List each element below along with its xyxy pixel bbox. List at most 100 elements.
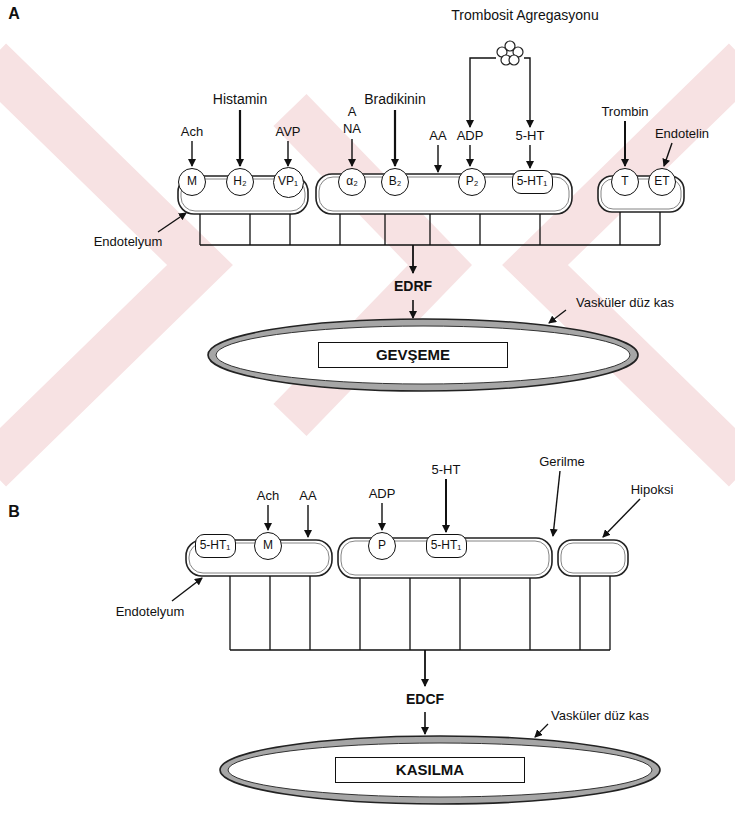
text-label: A (8, 5, 20, 23)
text-label: Bradikinin (364, 92, 425, 107)
agonist-arrow (445, 479, 447, 532)
text-label: Vasküler düz kas (551, 709, 649, 723)
receptor: M (178, 168, 206, 196)
text-label: Endotelyum (116, 605, 185, 619)
text-label: ADP (457, 129, 484, 143)
receptor: M (254, 532, 282, 560)
node-text: KASILMA (396, 762, 464, 779)
receptor: P (368, 532, 396, 560)
agonist-arrow (267, 505, 268, 530)
text-label: NA (343, 122, 361, 136)
agonist-arrow (351, 139, 352, 166)
endothelial-cell (558, 540, 628, 576)
signal-arrow (412, 245, 414, 273)
receptor: P₂ (458, 168, 486, 196)
leader-arrow (535, 724, 548, 737)
node-text: H₂ (233, 175, 246, 188)
receptor: H₂ (226, 168, 254, 196)
signal-arrow (424, 650, 426, 686)
text-label: Trombosit Agregasyonu (451, 8, 598, 23)
node-text: 5-HT₁ (517, 175, 548, 188)
text-label: AA (429, 129, 446, 143)
muscle-cell-inner (216, 326, 630, 384)
node-text: GEVŞEME (376, 347, 450, 364)
text-label: Endotelin (655, 127, 709, 141)
text-label: EDRF (394, 279, 432, 294)
receptor: B₂ (381, 168, 409, 196)
muscle-cell-inner (228, 743, 652, 797)
node-text: 5-HT₁ (431, 539, 462, 552)
receptor: 5-HT₁ (426, 534, 467, 558)
node-text: P (378, 539, 386, 552)
text-label: 5-HT (516, 129, 545, 143)
agonist-arrow (394, 110, 396, 166)
watermark (0, 60, 735, 470)
leader-arrow (172, 578, 202, 601)
leader-arrow (549, 310, 566, 323)
text-label: Histamin (213, 92, 267, 107)
node-text: M (263, 539, 273, 552)
signal-arrow (412, 300, 414, 318)
platelet-arrow (524, 58, 530, 127)
stimulus-arrow (603, 499, 640, 537)
node-text: M (187, 175, 197, 188)
arrows-a (158, 58, 672, 232)
leader-arrow (158, 213, 186, 232)
agonist-arrow (529, 145, 530, 168)
watermark-band (535, 60, 735, 470)
receptor: VP₁ (273, 167, 304, 198)
agonist-arrow (239, 110, 241, 166)
agonist-arrow (287, 141, 288, 166)
text-label: AVP (275, 125, 300, 139)
agonist-arrow (437, 145, 438, 172)
endothelium-b (186, 538, 628, 578)
receptor: 5-HT₁ (512, 170, 553, 194)
text-label: A (348, 105, 357, 119)
state-box: KASILMA (335, 757, 525, 783)
muscle-cell (208, 319, 638, 391)
text-label: Endotelyum (94, 235, 163, 249)
agonist-arrow (381, 503, 382, 530)
text-label: Vasküler düz kas (576, 296, 674, 310)
receptor: 5-HT₁ (195, 534, 236, 558)
text-label: 5-HT (432, 463, 461, 477)
signal-lines (200, 212, 660, 245)
arrows-b (172, 471, 640, 601)
node-text: ET (654, 175, 669, 188)
signal-arrow (424, 712, 426, 734)
text-label: Ach (181, 125, 203, 139)
agonist-arrow (664, 143, 672, 166)
stimulus-arrow (553, 471, 560, 536)
node-text: B₂ (389, 175, 402, 188)
receptor: ET (648, 168, 676, 196)
state-box: GEVŞEME (318, 342, 508, 368)
signal-lines (230, 576, 610, 650)
text-label: Hipoksi (631, 483, 674, 497)
node-text: 5-HT₁ (200, 539, 231, 552)
watermark-band (0, 60, 200, 470)
receptor: α₂ (338, 168, 366, 196)
platelet-cluster (497, 41, 523, 65)
node-text: α₂ (346, 175, 358, 188)
smooth-muscle-b (220, 736, 660, 804)
agonist-arrow (469, 145, 470, 166)
cell-membrane (561, 543, 625, 573)
text-label: B (8, 503, 20, 521)
text-label: Gerilme (539, 455, 585, 469)
smooth-muscle-a (208, 319, 638, 391)
platelet-arrow (470, 58, 496, 127)
platelet (509, 55, 519, 65)
text-label: EDCF (406, 692, 444, 707)
agonist-arrow (624, 121, 626, 166)
text-label: AA (299, 489, 316, 503)
node-text: T (621, 175, 628, 188)
node-text: VP₁ (278, 175, 298, 188)
text-label: Ach (257, 489, 279, 503)
node-text: P₂ (466, 175, 479, 188)
text-label: Trombin (601, 105, 648, 119)
agonist-arrow (307, 505, 308, 537)
muscle-cell (220, 736, 660, 804)
receptor: T (611, 168, 639, 196)
